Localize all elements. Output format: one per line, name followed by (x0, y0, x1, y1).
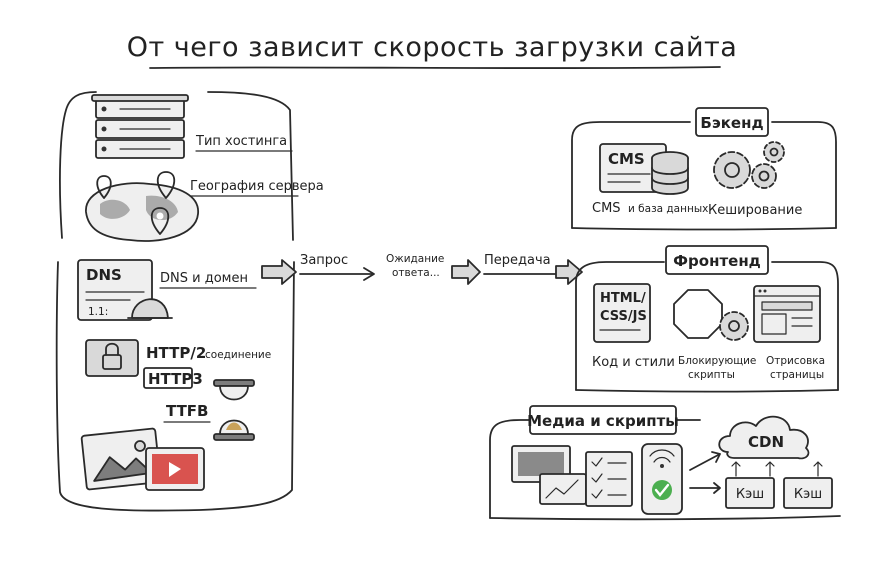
svg-text:CMS: CMS (608, 150, 645, 168)
page-title: От чего зависит скорость загрузки сайта (127, 32, 738, 63)
smartphone-icon (641, 443, 683, 515)
waiting-label: Ожидание (386, 253, 444, 265)
title-underline (149, 66, 721, 70)
request-label: Запрос (300, 253, 348, 268)
arrow-icon (261, 259, 297, 285)
gears-icon (713, 141, 785, 189)
media-bracket-bottom (489, 515, 841, 521)
frontend-header: Фронтенд (665, 245, 769, 275)
stop-sign-icon: STOP (673, 289, 723, 339)
render-label-2: страницы (770, 369, 824, 381)
http2-label: HTTP/2 (146, 344, 206, 362)
svg-text:Фронтенд: Фронтенд (673, 252, 761, 270)
blocking-label-2: скрипты (688, 369, 735, 381)
waiting-label-2: ответа... (392, 267, 440, 279)
backend-bracket-left (571, 121, 691, 229)
svg-text:DNS: DNS (86, 266, 122, 284)
svg-text:CDN: CDN (748, 433, 784, 451)
svg-text:1.1:: 1.1: (88, 306, 108, 318)
server-stack-icon (91, 94, 189, 159)
cms-db-label: и база данных (628, 203, 708, 215)
cloud-icon: CDN (718, 415, 810, 460)
request-arrowhead (363, 267, 375, 281)
world-map-icon (85, 182, 199, 242)
transfer-label: Передача (484, 253, 551, 268)
caching-label: Кеширование (708, 203, 802, 218)
code-file-icon: HTML/ CSS/JS (593, 283, 651, 343)
svg-text:Кэш: Кэш (794, 487, 822, 502)
image-icon (80, 427, 162, 491)
frontend-bracket-bottom (575, 389, 839, 393)
cache-box: Кэш (783, 477, 833, 509)
arrow-icon (451, 259, 481, 285)
map-pin-grey-icon (150, 207, 170, 235)
cache-box: Кэш (725, 477, 775, 509)
left-bottom-bracket (55, 261, 295, 512)
left-top-bracket (59, 91, 97, 239)
photo-icon (511, 445, 571, 483)
dns-label: DNS и домен (160, 271, 248, 286)
media-header: Медиа и скрипты (527, 405, 679, 435)
video-icon (145, 447, 205, 491)
http2-connection-label: соединение (205, 349, 271, 361)
media-bracket-left (489, 419, 531, 519)
gear-icon (719, 311, 749, 341)
checklist-icon (585, 451, 633, 507)
map-pin-red-icon (156, 171, 176, 199)
frontend-bracket-left (575, 261, 665, 391)
render-label: Отрисовка (766, 355, 825, 367)
database-icon (651, 151, 689, 195)
up-arrows-icon (731, 461, 823, 477)
line-chart-icon (539, 473, 587, 505)
cms-icon: CMS (599, 143, 667, 193)
svg-text:HTML/: HTML/ (600, 291, 646, 306)
http3-badge: HTTP3 (143, 367, 203, 389)
svg-text:STOP: STOP (680, 308, 716, 322)
arrow-icon (689, 451, 721, 494)
svg-text:Медиа и скрипты: Медиа и скрипты (527, 412, 679, 430)
svg-text:Кэш: Кэш (736, 487, 764, 502)
cms-label: CMS (592, 201, 621, 216)
ttfb-label: TTFB (166, 402, 209, 420)
backend-bracket-right (771, 121, 837, 229)
dome-icon (127, 298, 173, 319)
code-styles-label: Код и стили (592, 355, 675, 370)
backend-bracket-bottom (571, 227, 837, 231)
svg-text:HTTP3: HTTP3 (148, 370, 203, 388)
browser-window-icon (753, 285, 821, 343)
blocking-label: Блокирующие (678, 355, 756, 367)
geo-label: География сервера (190, 179, 324, 194)
map-pin-icon (96, 175, 112, 199)
hourglass-icon (213, 379, 255, 441)
frontend-bracket-right (771, 261, 839, 391)
hosting-label: Тип хостинга (195, 134, 287, 149)
dns-icon: DNS 1.1: (77, 259, 153, 321)
svg-text:CSS/JS: CSS/JS (600, 309, 647, 324)
left-top-bracket-right (207, 91, 294, 241)
svg-text:Бэкенд: Бэкенд (700, 114, 763, 132)
lock-icon (85, 339, 139, 377)
arrow-icon (555, 259, 583, 285)
backend-header: Бэкенд (695, 107, 769, 137)
